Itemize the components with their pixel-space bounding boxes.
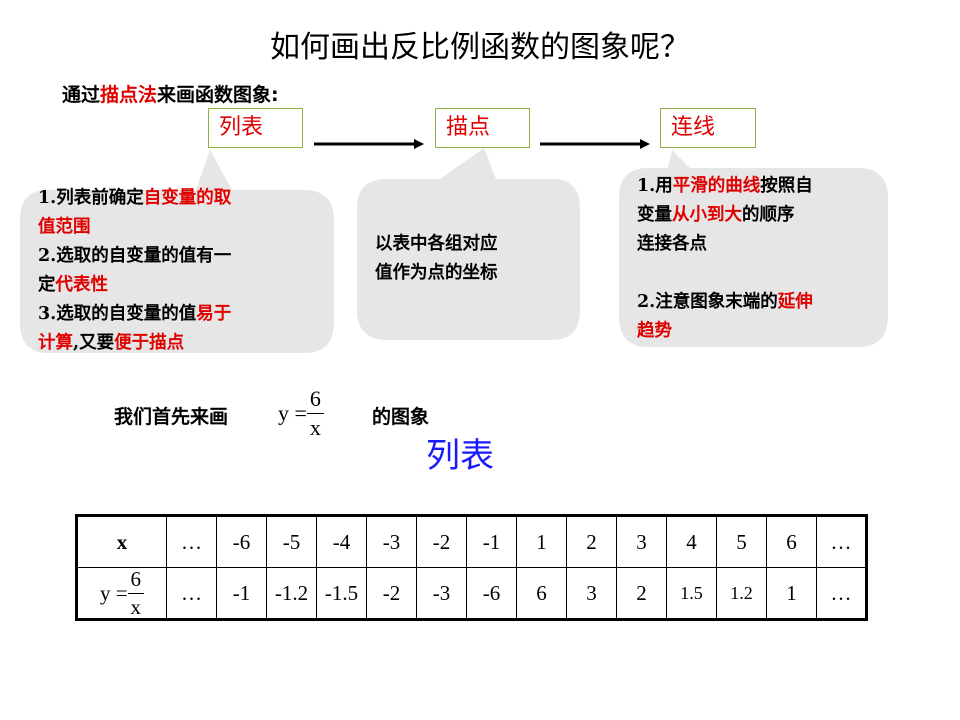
table-cell: 2 [616,567,667,620]
table-cell: -6 [466,567,517,620]
table-cell: 1 [766,567,817,620]
table-cell: -1.2 [266,567,317,620]
intro-highlight: 描点法 [100,84,158,106]
table-cell: -4 [316,515,367,568]
callout-bubble-middle [357,148,580,340]
table-cell: 1 [516,515,567,568]
table-cell: -5 [266,515,317,568]
step-box-connect: 连线 [660,108,756,148]
table-cell: -6 [216,515,267,568]
intro-text: 通过描点法来画函数图象: [62,80,279,107]
table-cell: -3 [366,515,417,568]
table-cell: 4 [666,515,717,568]
equation-intro: 我们首先来画 [114,406,229,428]
step-box-list: 列表 [208,108,303,148]
values-table: x … -6 -5 -4 -3 -2 -1 1 2 3 4 5 6 … y =6… [75,514,868,621]
callout-bubble-right [619,150,888,347]
table-cell: -3 [416,567,467,620]
table-cell: … [166,515,217,568]
step-box-plot: 描点 [435,108,530,148]
callout-text-right: 1.用平滑的曲线按照自 变量从小到大的顺序 连接各点 2.注意图象末端的延伸 趋… [637,176,813,341]
callout-text-middle: 以表中各组对应 值作为点的坐标 [375,234,498,283]
table-cell: 3 [566,567,617,620]
arrow-icon [314,139,424,149]
page-title: 如何画出反比例函数的图象呢？ [270,30,690,65]
table-cell: 6 [766,515,817,568]
table-cell: 5 [716,515,767,568]
table-cell: -1 [466,515,517,568]
table-cell: -2 [416,515,467,568]
table-cell: -2 [366,567,417,620]
table-cell: … [816,567,867,620]
table-cell: 1.5 [666,567,717,620]
table-cell: … [166,567,217,620]
table-cell: 3 [616,515,667,568]
intro-suffix: 来画函数图象: [157,84,279,106]
callout-shapes [20,148,888,353]
table-cell: 2 [566,515,617,568]
arrow-icon [540,139,650,149]
table-cell: -1.5 [316,567,367,620]
table-cell: 1.2 [716,567,767,620]
callout-text-left: 1.列表前确定自变量的取 值范围 2.选取的自变量的值有一 定代表性 3.选取的… [38,188,232,353]
table-cell: 6 [516,567,567,620]
table-cell: -1 [216,567,267,620]
section-subtitle: 列表 [426,436,494,476]
callout-bubble-left [20,150,334,353]
equation-suffix: 的图象 [372,406,430,428]
table-cell: … [816,515,867,568]
table-header-x: x [76,515,167,568]
table-row-x: x … -6 -5 -4 -3 -2 -1 1 2 3 4 5 6 … [76,515,867,568]
intro-prefix: 通过 [62,84,101,106]
